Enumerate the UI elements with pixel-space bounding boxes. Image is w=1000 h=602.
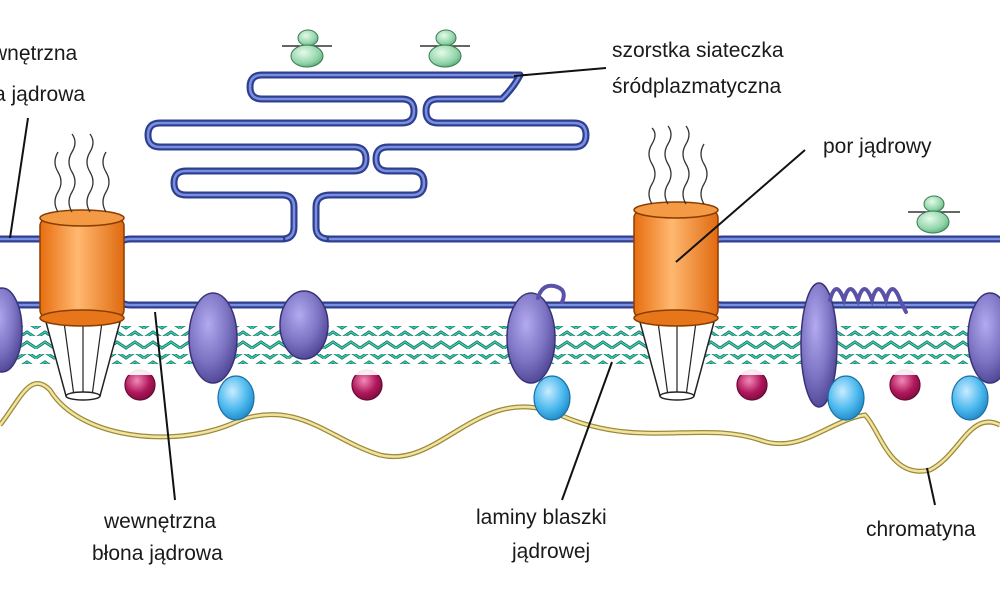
leader-inner-membrane — [154, 311, 176, 501]
rough-er — [144, 71, 590, 243]
nuclear-pore-complex-right — [633, 125, 719, 401]
leader-nuclear-pore — [675, 149, 806, 263]
integral-protein — [967, 292, 1000, 384]
leader-chromatin — [926, 467, 936, 506]
integral-protein — [800, 282, 838, 408]
lamin-receptor — [217, 375, 255, 421]
label-inner-membrane-2: błona jądrowa — [92, 542, 223, 565]
label-outer-membrane-2: a jądrowa — [0, 83, 85, 106]
label-chromatin: chromatyna — [866, 518, 976, 541]
chromatin-binding-proteins — [124, 365, 921, 401]
label-rough-er-1: szorstka siateczka — [612, 39, 784, 62]
ribosome — [908, 195, 960, 234]
leader-lamina — [561, 361, 613, 501]
ribosomes — [282, 29, 960, 234]
lamin-receptor — [827, 375, 865, 421]
label-lamina-1: laminy blaszki — [476, 506, 607, 529]
lamin-receptor — [533, 375, 571, 421]
nuclear-pore-complex-left — [39, 133, 125, 401]
ribosome — [420, 29, 470, 68]
nuclear-lamina — [0, 326, 1000, 364]
chromatin-strand — [0, 381, 1000, 474]
integral-protein — [279, 290, 329, 360]
labels: wnętrzna a jądrowa szorstka siateczka śr… — [0, 39, 976, 565]
integral-protein — [506, 292, 556, 384]
label-lamina-2: jądrowej — [511, 540, 590, 563]
leader-outer-membrane — [9, 117, 29, 239]
ribosome — [282, 29, 332, 68]
outer-nuclear-membrane — [0, 235, 1000, 309]
label-nuclear-pore: por jądrowy — [823, 135, 932, 158]
label-inner-membrane-1: wewnętrzna — [103, 510, 216, 533]
lamin-receptor-proteins — [217, 375, 989, 421]
leader-lines — [9, 67, 936, 506]
integral-membrane-proteins — [0, 282, 1000, 408]
lamin-receptor — [951, 375, 989, 421]
label-outer-membrane-1: wnętrzna — [0, 42, 78, 65]
integral-protein — [0, 287, 23, 373]
integral-protein — [188, 292, 238, 384]
label-rough-er-2: śródplazmatyczna — [612, 75, 782, 98]
leader-rough-er — [513, 67, 607, 77]
